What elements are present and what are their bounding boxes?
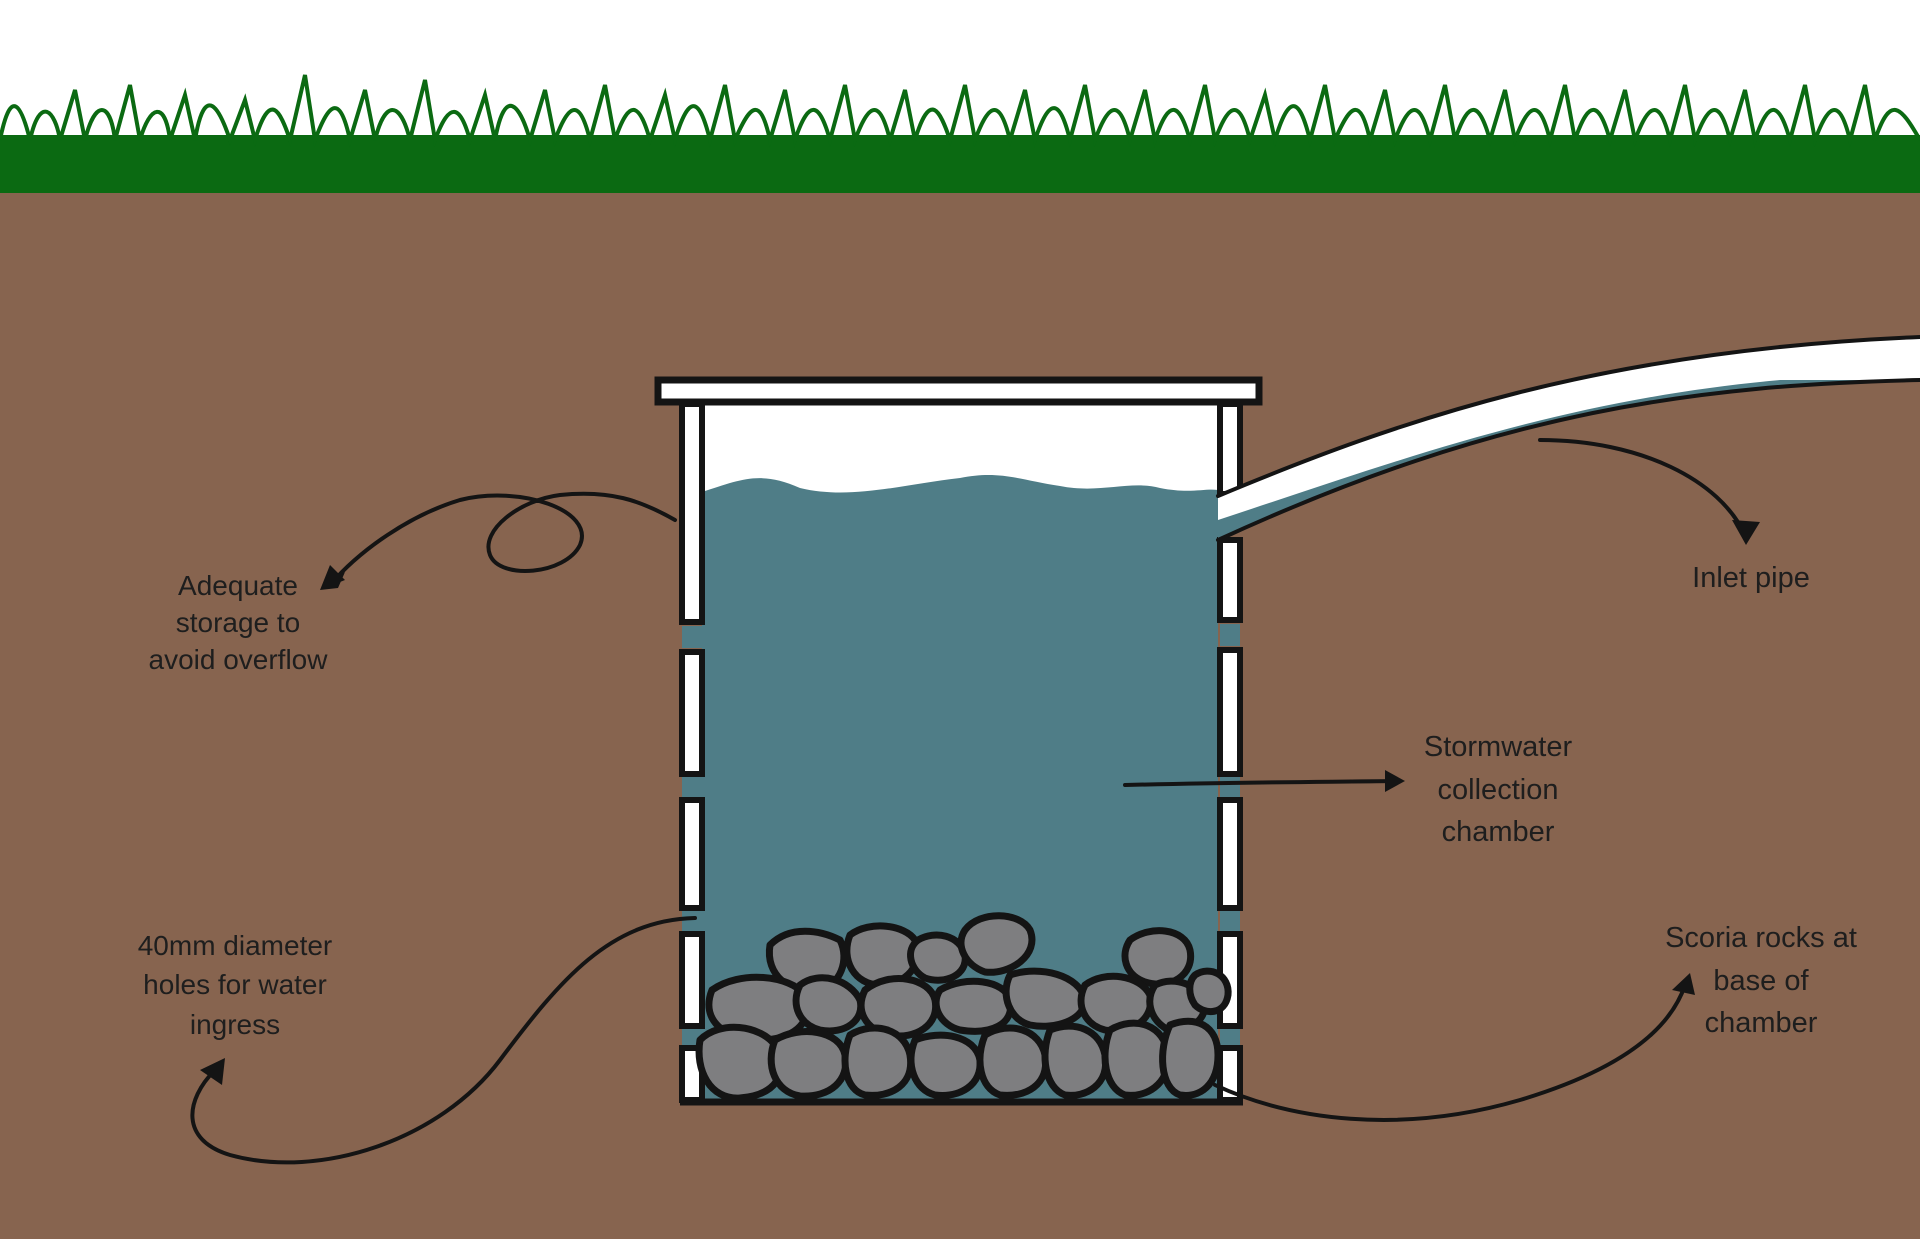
chamber-lid	[654, 376, 1263, 406]
collection-chamber	[654, 376, 1263, 1106]
holes-arrow	[190, 916, 697, 1165]
left-wall	[679, 401, 705, 1103]
inlet-pipe	[1216, 335, 1920, 542]
arrowhead	[320, 565, 345, 590]
label-storage-line-2: storage to	[176, 607, 301, 638]
label-holes-line-3: ingress	[190, 1009, 280, 1040]
label-inlet-pipe: Inlet pipe	[1692, 562, 1810, 594]
grass	[0, 74, 1920, 193]
callout-arrows	[190, 438, 1760, 1165]
chamber-arrow	[1123, 779, 1397, 787]
label-storage-line-3: avoid overflow	[149, 644, 329, 675]
scoria-rocks	[695, 912, 1232, 1102]
label-rocks-line-1: Scoria rocks at	[1665, 922, 1857, 954]
label-rocks-line-2: base of	[1713, 965, 1809, 997]
label-rocks-line-3: chamber	[1705, 1007, 1818, 1039]
label-holes-line-1: 40mm diameter	[138, 930, 333, 961]
label-chamber-line-2: collection	[1438, 774, 1559, 806]
labels: Adequate storage to avoid overflow Inlet…	[138, 562, 1857, 1040]
water-ingress-holes	[682, 624, 1240, 1045]
inlet-arrow	[1538, 438, 1747, 537]
label-holes-line-2: holes for water	[143, 969, 327, 1000]
label-chamber-line-1: Stormwater	[1424, 731, 1573, 763]
rocks-arrow	[1213, 983, 1687, 1122]
label-chamber-line-3: chamber	[1442, 816, 1555, 848]
storage-arrow	[328, 491, 677, 587]
right-wall	[1217, 401, 1243, 1103]
label-storage-line-1: Adequate	[178, 570, 298, 601]
